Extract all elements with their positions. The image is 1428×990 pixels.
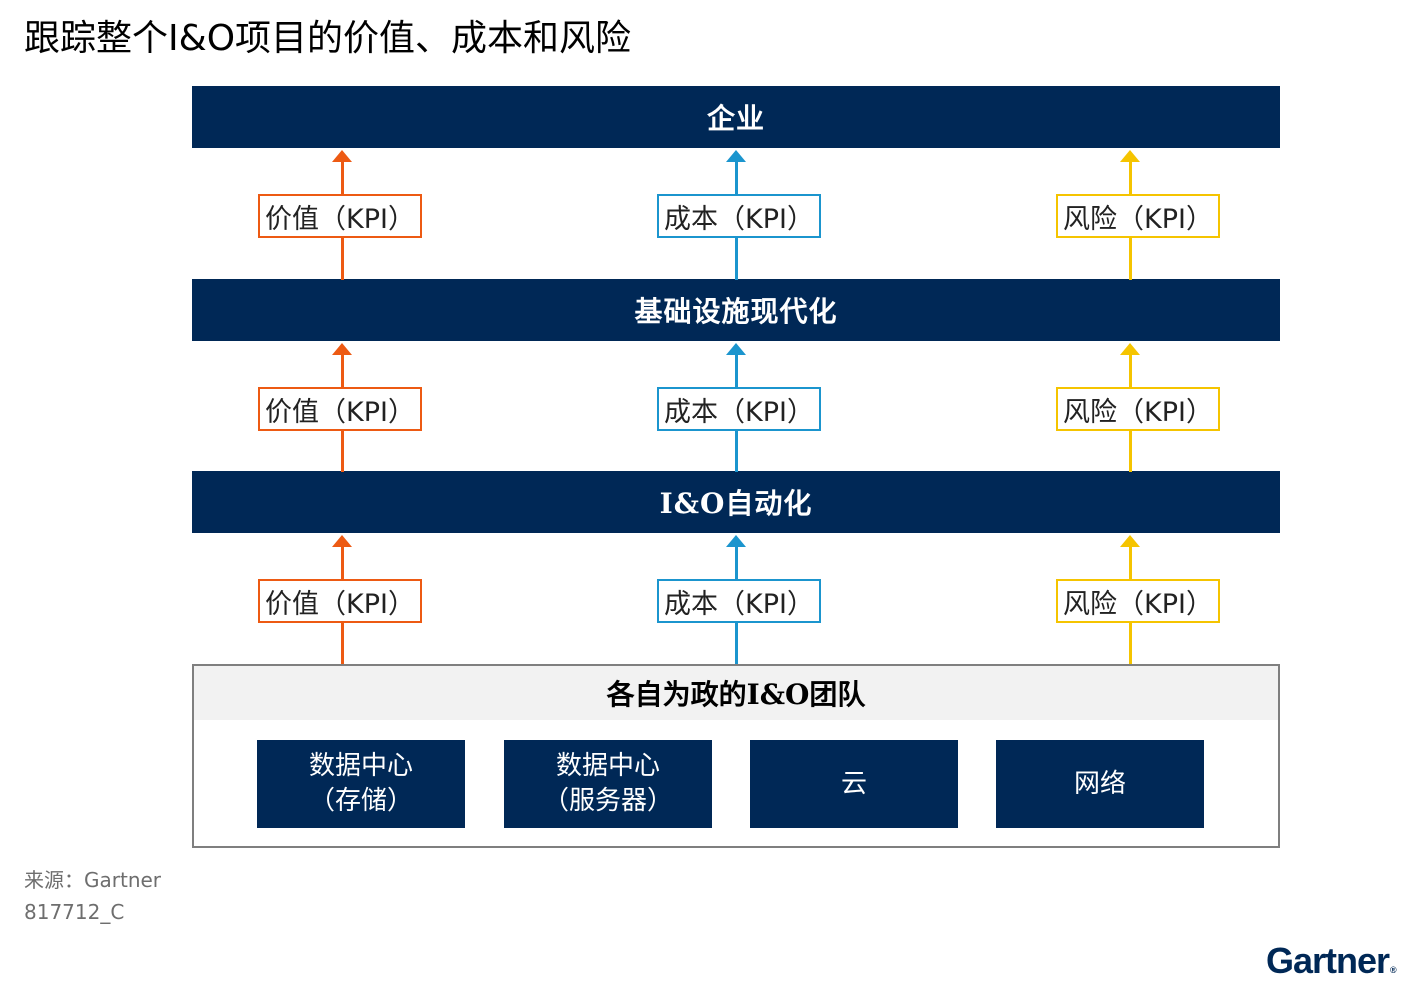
modernization-bar: 基础设施现代化 [192, 279, 1280, 341]
cost-arrow-head [726, 535, 746, 547]
risk-arrow-head [1120, 343, 1140, 355]
team-cloud: 云 [750, 740, 958, 828]
team-sublabel: （存储） [308, 786, 413, 816]
risk-arrow-head [1120, 535, 1140, 547]
risk-arrow-head [1120, 150, 1140, 162]
cost-arrow-head [726, 343, 746, 355]
team-sublabel: （服务器） [542, 786, 673, 816]
team-network: 网络 [996, 740, 1204, 828]
team-label: 数据中心 [555, 751, 660, 781]
cost-kpi-box: 成本（KPI） [657, 579, 821, 623]
page-title: 跟踪整个I&O项目的价值、成本和风险 [24, 18, 632, 59]
value-kpi-box: 价值（KPI） [258, 194, 422, 238]
value-arrow-head [332, 343, 352, 355]
cost-kpi-box: 成本（KPI） [657, 387, 821, 431]
value-arrow-head [332, 535, 352, 547]
value-arrow-head [332, 150, 352, 162]
cost-arrow-head [726, 150, 746, 162]
team-label: 数据中心 [308, 751, 413, 781]
value-kpi-box: 价值（KPI） [258, 579, 422, 623]
gartner-logo: Gartner® [1266, 940, 1397, 982]
automation-bar: I&O自动化 [192, 471, 1280, 533]
source-note: 来源：Gartner [24, 868, 162, 892]
team-label: 云 [840, 768, 867, 799]
risk-kpi-box: 风险（KPI） [1056, 194, 1220, 238]
team-datacenter-storage: 数据中心 （存储） [257, 740, 465, 828]
siloed-teams-panel: 各自为政的I&O团队 数据中心 （存储） 数据中心 （服务器） 云 网络 [192, 664, 1280, 848]
team-datacenter-servers: 数据中心 （服务器） [504, 740, 712, 828]
document-code: 817712_C [24, 900, 125, 924]
value-kpi-box: 价值（KPI） [258, 387, 422, 431]
teams-header: 各自为政的I&O团队 [194, 666, 1278, 720]
enterprise-bar: 企业 [192, 86, 1280, 148]
registered-mark: ® [1390, 965, 1397, 975]
logo-text: Gartner [1266, 940, 1390, 981]
team-label: 网络 [1073, 768, 1126, 799]
risk-kpi-box: 风险（KPI） [1056, 579, 1220, 623]
risk-kpi-box: 风险（KPI） [1056, 387, 1220, 431]
cost-kpi-box: 成本（KPI） [657, 194, 821, 238]
